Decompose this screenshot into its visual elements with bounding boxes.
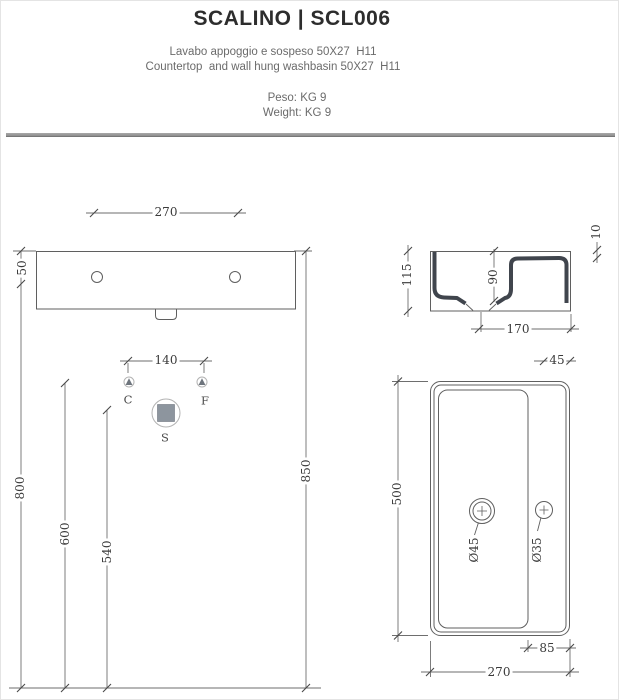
cold-water-symbol-icon	[196, 376, 208, 388]
dim-top-to-holes: 50	[15, 258, 29, 278]
front-view-outline	[36, 251, 296, 320]
label-hot-water: C	[123, 392, 133, 407]
side-view-outline	[430, 251, 571, 312]
label-drain: S	[161, 430, 169, 445]
dim-hole-spacing: 270	[152, 205, 180, 219]
plan-view-outline	[430, 381, 570, 636]
dimension-lines	[9, 212, 598, 689]
dim-total-height: 850	[299, 457, 313, 485]
dim-cf-height: 600	[58, 520, 72, 548]
label-cold-water: F	[201, 393, 209, 408]
dim-deck-width: 85	[537, 641, 557, 655]
dim-side-height: 115	[400, 261, 414, 289]
page-title: SCALINO | SCL006	[193, 7, 391, 30]
dim-plan-length: 500	[390, 480, 404, 508]
description-english: Countertop and wall hung washbasin 50X27…	[145, 61, 401, 73]
header-divider	[6, 133, 615, 137]
drain-symbol-icon	[151, 398, 181, 428]
connection-symbols	[123, 376, 208, 428]
weight-italian: Peso: KG 9	[267, 92, 327, 104]
product-weight: Peso: KG 9 Weight: KG 9	[1, 91, 593, 121]
dim-drain-height: 540	[100, 538, 114, 566]
dim-deck-thickness: 10	[589, 222, 603, 242]
dim-tap-diameter: Ø35	[530, 535, 544, 565]
dim-cf-spacing: 140	[152, 353, 180, 367]
hot-water-symbol-icon	[123, 376, 135, 388]
product-description: Lavabo appoggio e sospeso 50X27 H11 Coun…	[1, 45, 545, 75]
dim-basin-depth: 90	[486, 267, 500, 287]
dim-side-depth: 170	[504, 322, 532, 336]
side-view-ceramic-profile	[432, 252, 569, 306]
dim-tap-to-edge: 45	[547, 353, 567, 367]
dim-holes-height: 800	[13, 474, 27, 502]
dimension-ticks	[16, 208, 602, 693]
dim-plan-width: 270	[485, 665, 513, 679]
description-italian: Lavabo appoggio e sospeso 50X27 H11	[169, 46, 377, 58]
weight-english: Weight: KG 9	[262, 107, 332, 119]
dim-drain-diameter: Ø45	[467, 535, 481, 565]
